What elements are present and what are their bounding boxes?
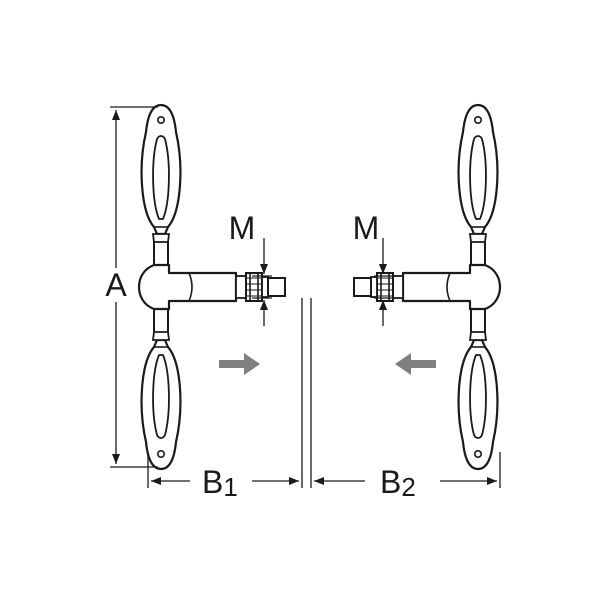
left-tap-wrench: [139, 105, 285, 469]
dimension-b1-main: B: [202, 464, 223, 500]
dimension-m-right: [374, 238, 394, 326]
dimension-m-left-label: M: [229, 210, 256, 246]
right-tap-wrench: [354, 105, 500, 469]
dimension-a-label: A: [105, 267, 127, 303]
dimension-a: [110, 106, 158, 468]
dimension-b1-label: B1: [202, 464, 238, 502]
dimension-b2-label: B2: [380, 464, 416, 502]
dimension-m-right-label: M: [353, 210, 380, 246]
dimension-b1-sub: 1: [223, 472, 237, 502]
dimension-m-left: [252, 238, 272, 326]
dimension-b: [147, 298, 501, 488]
arrow-left-icon: [395, 353, 436, 375]
arrow-right-icon: [219, 353, 260, 375]
dimension-b2-main: B: [380, 464, 401, 500]
dimension-b2-sub: 2: [401, 472, 415, 502]
